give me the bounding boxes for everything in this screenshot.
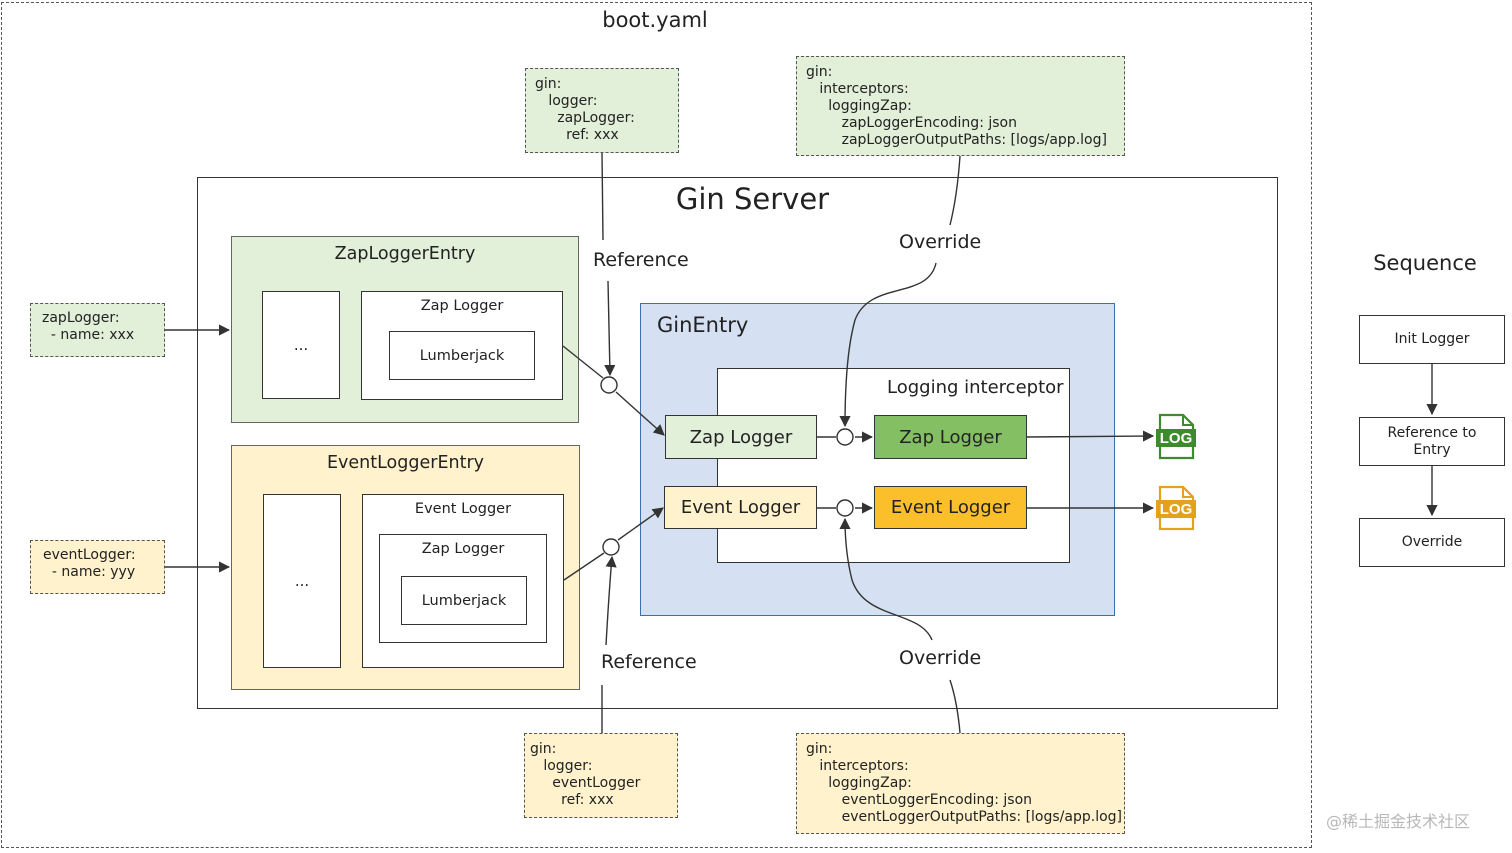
sequence-step-override: Override (1359, 518, 1505, 567)
watermark: @稀土掘金技术社区 (1326, 812, 1471, 831)
line-ref-bottom-2 (605, 555, 617, 646)
logging-interceptor (717, 368, 1070, 563)
event-entry-logger-label: Event Logger (414, 501, 512, 517)
input-event-logger-config: eventLogger: - name: yyy (30, 540, 165, 594)
boot-yaml-container (1, 2, 1312, 848)
gin-server-box (197, 177, 1278, 709)
line-override-top-1 (949, 155, 961, 226)
config-override-zap: gin: interceptors: loggingZap: zapLogger… (796, 56, 1125, 156)
junction-event-override (836, 499, 854, 517)
zap-logger-entry-title: ZapLoggerEntry (334, 244, 476, 264)
event-entry-zap-logger-label: Zap Logger (421, 541, 505, 557)
input-zap-logger-config: zapLogger: - name: xxx (30, 303, 165, 357)
config-reference-zap: gin: logger: zapLogger: ref: xxx (525, 68, 679, 153)
line-zap-entry-junction (562, 345, 604, 379)
gin-entry-title: GinEntry (657, 313, 749, 337)
logging-interceptor-title: Logging interceptor (887, 377, 1064, 398)
arrow-zap-to-log (1026, 430, 1155, 442)
log-file-icon-yellow: LOG (1156, 485, 1196, 531)
log-text-green: LOG (1160, 430, 1193, 447)
log-file-icon-green: LOG (1156, 413, 1196, 460)
arrow-junction-gin-event (617, 507, 664, 541)
arrow-junction-gin-zap (615, 391, 665, 436)
boot-yaml-title: boot.yaml (602, 8, 708, 32)
sequence-title: Sequence (1373, 251, 1477, 275)
event-logger-entry-title: EventLoggerEntry (326, 453, 485, 473)
line-override-top-2 (839, 262, 937, 428)
gin-event-logger-override: Event Logger (874, 486, 1027, 529)
junction-zap-override (836, 428, 854, 446)
gin-zap-logger-ref: Zap Logger (665, 415, 817, 459)
config-override-event: gin: interceptors: loggingZap: eventLogg… (796, 733, 1125, 834)
gin-zap-logger-override: Zap Logger (874, 415, 1027, 459)
line-ref-top-2 (604, 280, 616, 377)
zap-entry-placeholder: ... (262, 291, 340, 399)
zap-entry-lumberjack: Lumberjack (389, 331, 535, 380)
reference-label-top: Reference (593, 249, 689, 271)
reference-label-bottom: Reference (601, 651, 697, 673)
line-ref-top-1 (601, 152, 604, 241)
event-entry-placeholder: ... (263, 494, 341, 668)
junction-zap-reference (600, 376, 618, 394)
event-entry-lumberjack: Lumberjack (401, 576, 527, 625)
override-label-bottom: Override (899, 647, 982, 669)
gin-server-title: Gin Server (675, 182, 830, 216)
config-reference-event: gin: logger: eventLogger ref: xxx (524, 733, 678, 818)
junction-event-reference (602, 538, 620, 556)
sequence-step-reference: Reference to Entry (1359, 417, 1505, 466)
override-label-top: Override (899, 231, 982, 253)
log-text-yellow: LOG (1160, 501, 1193, 518)
line-override-bottom-1 (949, 679, 961, 734)
gin-event-logger-ref: Event Logger (664, 486, 817, 529)
line-override-bottom-2 (839, 517, 933, 641)
zap-entry-logger-label: Zap Logger (420, 298, 504, 314)
sequence-step-init-logger: Init Logger (1359, 315, 1505, 364)
line-event-entry-junction (563, 552, 605, 581)
